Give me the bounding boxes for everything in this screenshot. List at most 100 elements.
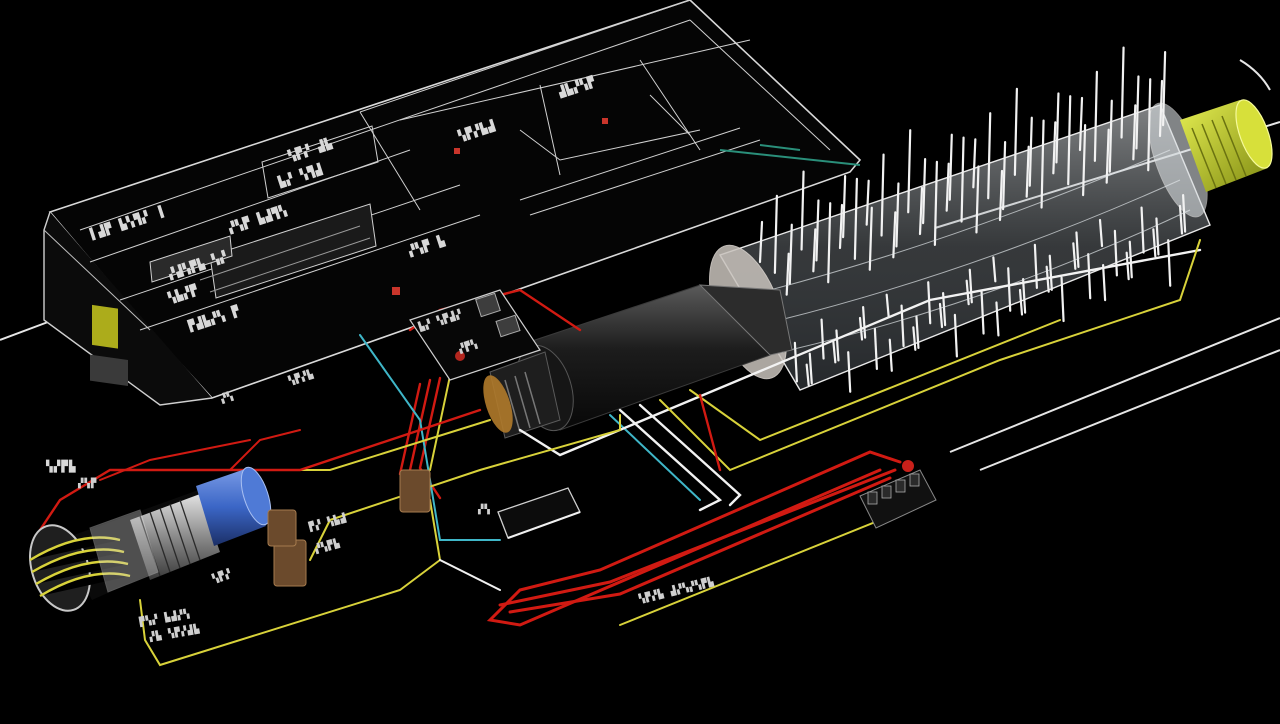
filament-pin (1140, 206, 1145, 254)
filament-pin (1105, 128, 1110, 184)
filament-pin (1125, 251, 1130, 281)
filament-pin (1128, 240, 1133, 279)
filament-pin (895, 182, 900, 248)
filament-pin (805, 363, 810, 387)
filament-pin (918, 186, 924, 236)
filament-pin (888, 338, 893, 372)
warning-label-icon (92, 304, 118, 349)
wire (638, 403, 742, 507)
filament-pin (1013, 87, 1018, 176)
filament-pin (1028, 116, 1033, 187)
filament-pin (1087, 253, 1092, 300)
filament-pin (773, 194, 778, 274)
wire (249, 419, 491, 471)
wire (518, 248, 1202, 457)
filament-pin (1048, 254, 1053, 291)
filament-pin (912, 326, 917, 351)
filament-pin (1113, 229, 1118, 277)
filament-pin (1040, 119, 1045, 209)
filament-pin (788, 223, 793, 285)
wire (659, 239, 1201, 472)
wire (398, 382, 422, 476)
wire (609, 414, 701, 501)
filament-pin (1182, 194, 1187, 233)
filament-pin (785, 252, 790, 296)
filament-pin (1162, 51, 1167, 127)
filament-pin (953, 313, 958, 358)
filament-pin (847, 351, 852, 393)
filament-pin (758, 220, 764, 264)
filament-pin (832, 340, 837, 364)
filament-pin (865, 179, 870, 226)
blue-coil-spool (29, 466, 272, 612)
svg-text:▞▚: ▞▚ (477, 503, 491, 515)
filament-pin (1072, 242, 1077, 270)
filament-pin (1120, 46, 1125, 139)
filament-pin (1135, 75, 1140, 150)
wire (439, 559, 501, 591)
filament-pin (868, 206, 873, 271)
filament-pin (1147, 78, 1152, 172)
wire (229, 429, 301, 471)
filament-pin (972, 138, 977, 189)
filament-pin (800, 170, 805, 251)
wire (486, 450, 902, 627)
filament-pin (907, 129, 912, 214)
filament-pin (1075, 231, 1080, 269)
filament-pin (1067, 95, 1072, 186)
filament-pin (812, 228, 817, 273)
wire (309, 414, 621, 561)
svg-text:▛▚▞ ▙▟▞▚: ▛▚▞ ▙▟▞▚ (137, 607, 191, 628)
wire (508, 476, 892, 614)
filament-pin (842, 175, 847, 239)
filament-pin (975, 165, 980, 234)
filament-pin (915, 315, 920, 350)
filament-pin (998, 169, 1004, 222)
filament-pin (1060, 276, 1065, 323)
svg-text:▛▞ ▚▙▟: ▛▞ ▚▙▟ (307, 511, 348, 533)
filament-pin (862, 306, 867, 339)
filament-pin (1167, 239, 1172, 287)
filament-pin (945, 162, 950, 212)
wiring-harness (38, 239, 1202, 667)
terminal-block (859, 460, 937, 529)
filament-pin (1078, 96, 1084, 152)
wire (139, 499, 442, 667)
filament-pin (995, 301, 1000, 337)
filament-pin (933, 160, 938, 246)
filament-pin (808, 352, 813, 385)
filament-pin (885, 293, 890, 318)
wire (418, 376, 442, 500)
filament-pin (1155, 217, 1160, 256)
svg-text:▚▞▛▙: ▚▞▛▙ (45, 459, 77, 473)
wire (498, 468, 897, 607)
control-console: ▌▟▛ ▙▚▜▞ ▐ ▞▚▛ ▙▟▜▚ ▚▛▞ ▟▙ ▙▞ ▚▜▟ ▞▟▚▛▙ … (43, 0, 862, 406)
filament-pin (1022, 278, 1027, 314)
filament-pin (980, 290, 985, 335)
filament-pin (948, 133, 953, 201)
wire (689, 319, 1061, 442)
wire (99, 439, 251, 481)
filament-pin (1098, 218, 1104, 248)
filament-pin (968, 268, 973, 304)
brown-terminal-connectors (267, 469, 431, 587)
filament-pin (820, 318, 825, 360)
filament-pin (1093, 70, 1098, 162)
filament-pin (927, 281, 932, 325)
filament-pin (1108, 99, 1113, 173)
black-plug-connector (483, 284, 793, 439)
filament-pin (1158, 79, 1164, 138)
filament-pin (987, 112, 992, 200)
wire (38, 408, 482, 532)
filament-pin (835, 329, 840, 362)
wire (698, 393, 722, 472)
filament-pin (1007, 267, 1012, 312)
svg-text:▚▛▞: ▚▛▞ (210, 567, 233, 585)
filament-pin (992, 256, 997, 283)
filament-pin (1082, 124, 1087, 197)
filament-pin (1018, 288, 1024, 316)
svg-text:▞▚▛▙: ▞▚▛▙ (313, 537, 342, 555)
filament-pin (853, 177, 858, 260)
